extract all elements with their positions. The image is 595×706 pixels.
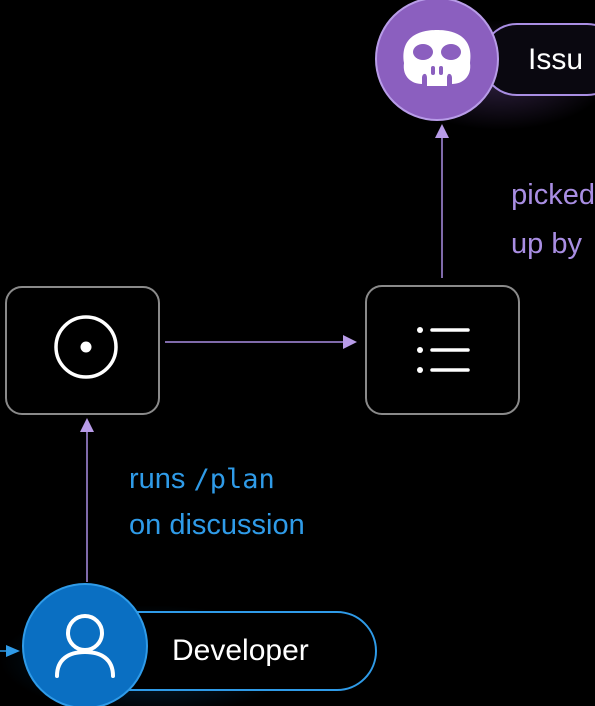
arrowhead-up-icon — [80, 418, 94, 432]
issue-bot-node[interactable] — [375, 0, 499, 121]
arrowhead-right-icon — [343, 335, 357, 349]
edge-into-developer — [0, 645, 20, 657]
circle-dot-icon — [54, 315, 118, 379]
edge-developer-to-discussion — [80, 418, 94, 582]
edge-label-runs: runs — [129, 463, 186, 495]
edge-plan-to-issue-bot — [435, 124, 449, 278]
developer-label: Developer — [172, 634, 309, 667]
developer-node[interactable] — [22, 583, 148, 706]
arrowhead-up-icon — [435, 124, 449, 138]
edge-discussion-to-plan — [165, 335, 357, 349]
user-icon — [55, 614, 115, 678]
plan-node[interactable] — [365, 285, 520, 415]
edge-label-runs-plan: runs /plan — [129, 462, 275, 497]
issue-bot-label: Issu — [528, 43, 584, 76]
edge-label-up-by: up by — [511, 228, 582, 260]
plan-command: /plan — [193, 464, 275, 495]
list-icon — [417, 327, 470, 373]
edge-label-picked: picked — [511, 179, 595, 211]
arrowhead-right-icon — [6, 645, 20, 657]
discussion-node[interactable] — [5, 286, 160, 415]
bot-icon — [403, 30, 471, 86]
edge-label-on-discussion: on discussion — [129, 509, 305, 541]
